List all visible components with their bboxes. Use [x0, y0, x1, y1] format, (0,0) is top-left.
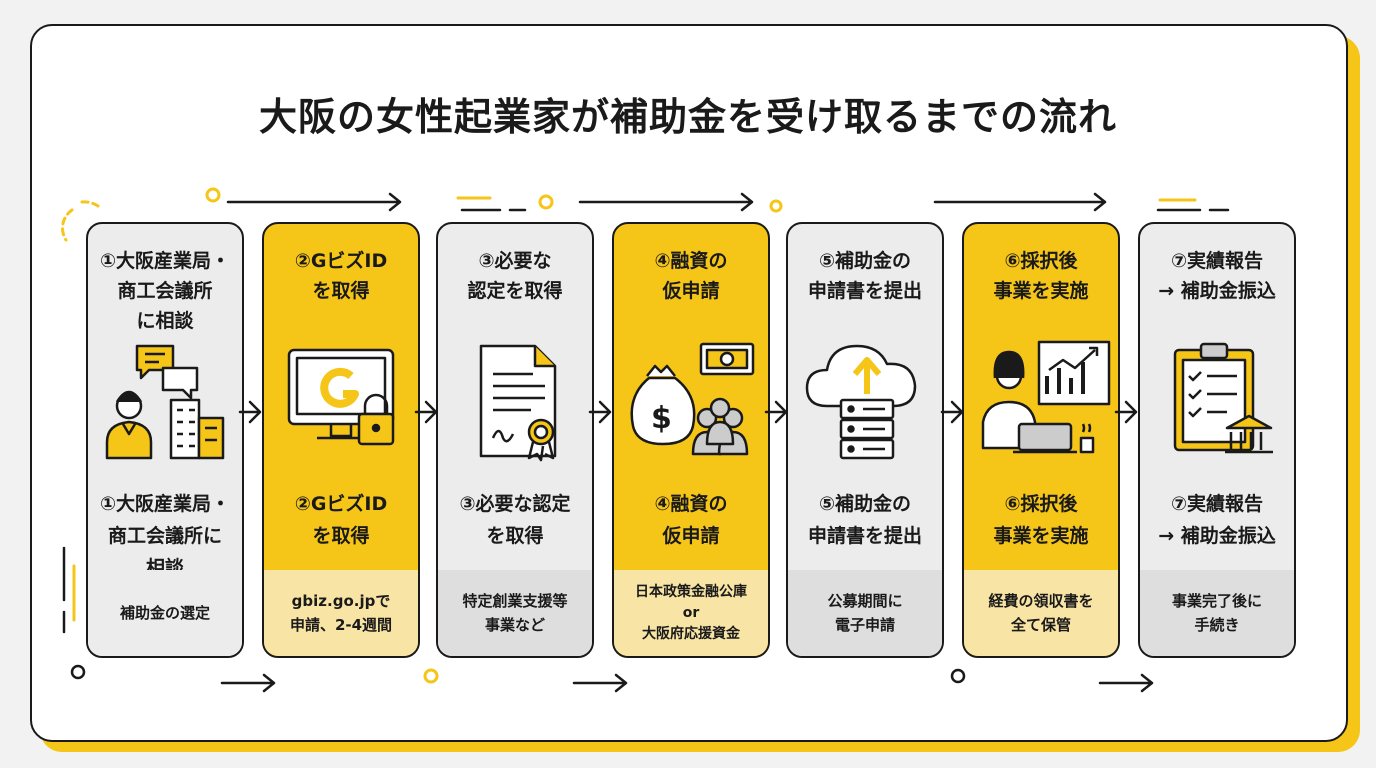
- chevron-right-icon: [1114, 400, 1138, 424]
- step-4-card: ④融資の仮申請 $ ④融資の仮申請 日本政策金融公庫 or 大阪府応援資金: [612, 222, 770, 658]
- chevron-right-icon: [764, 400, 788, 424]
- step-2-note: gbiz.go.jpで 申請、2-4週間: [264, 570, 418, 656]
- step-4-subtitle: ④融資の仮申請: [654, 493, 728, 547]
- step-4-title: ④融資の仮申請: [654, 250, 728, 302]
- step-7-card: ⑦実績報告→ 補助金振込 ⑦実績報告→ 補助金振込 事業完了後に 手続き: [1138, 222, 1296, 658]
- step-6-title: ⑥採択後事業を実施: [993, 250, 1089, 302]
- step-3-title: ③必要な認定を取得: [467, 250, 563, 302]
- step-1-card: ①大阪産業局・商工会議所に相談 ①大阪産業局・商工会議所に相談 補助金の選定: [86, 222, 244, 658]
- chevron-right-icon: [588, 400, 612, 424]
- step-7-title: ⑦実績報告→ 補助金振込: [1158, 250, 1276, 302]
- financing-icon: $: [630, 342, 755, 456]
- step-3-card: ③必要な認定を取得 ③必要な認定を取得 特定創業支援等 事業など: [436, 222, 594, 658]
- step-6-subtitle: ⑥採択後事業を実施: [993, 493, 1089, 547]
- step-1-note: 補助金の選定: [88, 570, 242, 656]
- step-7-note: 事業完了後に 手続き: [1140, 570, 1294, 656]
- certificate-icon: [479, 344, 557, 462]
- step-5-note: 公募期間に 電子申請: [788, 570, 942, 656]
- gbizid-computer-icon: [287, 348, 395, 446]
- chevron-right-icon: [940, 400, 964, 424]
- chevron-right-icon: [238, 400, 262, 424]
- page-title: 大阪の女性起業家が補助金を受け取るまでの流れ: [258, 95, 1117, 139]
- step-7-subtitle: ⑦実績報告→ 補助金振込: [1158, 493, 1276, 547]
- step-3-note: 特定創業支援等 事業など: [438, 570, 592, 656]
- step-1-title: ①大阪産業局・商工会議所に相談: [99, 250, 231, 332]
- step-6-card: ⑥採択後事業を実施 ⑥採択後事業を実施 経費の領収書を 全て保管: [962, 222, 1120, 658]
- cloud-upload-icon: [805, 344, 917, 460]
- step-5-subtitle: ⑤補助金の申請書を提出: [807, 493, 922, 547]
- step-4-note: 日本政策金融公庫 or 大阪府応援資金: [614, 570, 768, 656]
- step-6-note: 経費の領収書を 全て保管: [964, 570, 1118, 656]
- report-bank-icon: [1173, 342, 1273, 454]
- chevron-right-icon: [414, 400, 438, 424]
- svg-text:$: $: [651, 401, 672, 436]
- consultation-icon: [105, 344, 225, 460]
- step-5-title: ⑤補助金の申請書を提出: [807, 250, 922, 302]
- step-3-subtitle: ③必要な認定を取得: [459, 493, 571, 547]
- step-5-card: ⑤補助金の申請書を提出 ⑤補助金の申請書を提出 公募期間に 電子申請: [786, 222, 944, 658]
- business-growth-icon: [981, 340, 1111, 454]
